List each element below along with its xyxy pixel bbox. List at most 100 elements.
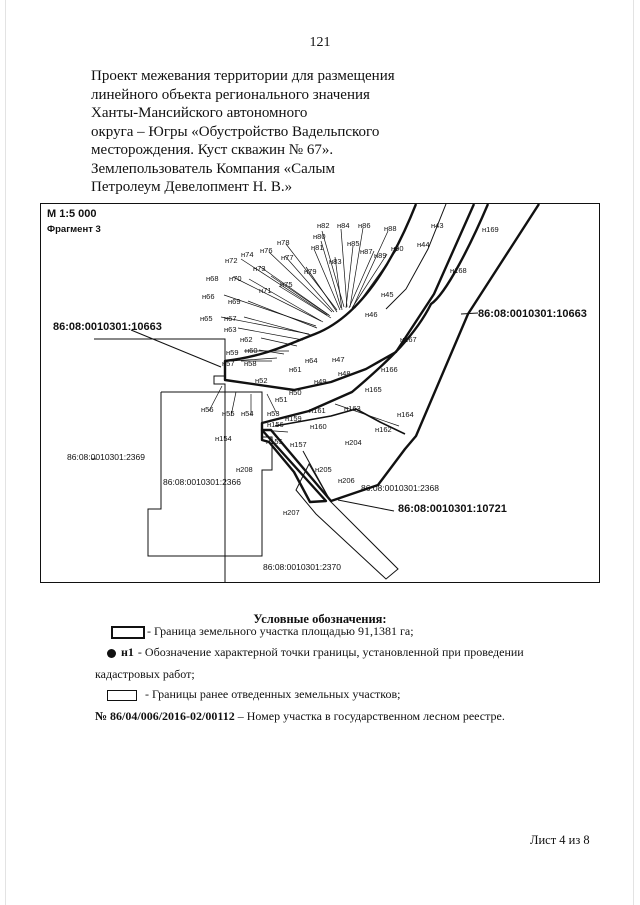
parcel-label-left-a: 86:08:0010301:2369 <box>67 452 145 462</box>
point-label: н49 <box>314 377 326 386</box>
point-label: н68 <box>206 274 218 283</box>
point-label: н163 <box>344 404 361 413</box>
point-label: н60 <box>245 346 257 355</box>
point-label: н43 <box>431 221 443 230</box>
legend-point-text-1: - Обозначение характерной точки границы,… <box>137 645 524 659</box>
point-label: н206 <box>338 476 355 485</box>
point-label: н50 <box>289 388 301 397</box>
point-label: н55 <box>222 409 234 418</box>
point-label: н88 <box>384 224 396 233</box>
point-label: н69 <box>228 297 240 306</box>
point-label: н160 <box>310 422 327 431</box>
title-line: Ханты-Мансийского автономного <box>91 105 308 121</box>
point-label: н64 <box>305 356 317 365</box>
title-line: месторождения. Куст скважин № 67». <box>91 142 334 158</box>
point-label: н54 <box>241 409 253 418</box>
parcel-boundary-lower <box>260 428 328 504</box>
registry-number: № 86/04/006/2016-02/00112 <box>95 709 235 723</box>
point-label: н79 <box>304 267 316 276</box>
point-label: н154 <box>215 434 232 443</box>
point-label: н57 <box>222 359 234 368</box>
title-line: линейного объекта регионального значения <box>91 86 370 103</box>
scan-edge-left <box>5 0 6 905</box>
point-label: н61 <box>289 365 301 374</box>
point-label: н164 <box>397 410 414 419</box>
leader-lines <box>208 227 400 433</box>
map-fragment-label: Фрагмент 3 <box>47 224 101 235</box>
point-label: н59 <box>226 348 238 357</box>
legend-registry: № 86/04/006/2016-02/00112 – Номер участк… <box>95 709 505 724</box>
point-label: н74 <box>241 250 253 259</box>
point-label: н70 <box>229 274 241 283</box>
point-label: н90 <box>391 244 403 253</box>
point-label: н169 <box>482 225 499 234</box>
point-label: н162 <box>375 425 392 434</box>
map-scale: М 1:5 000 <box>47 208 97 220</box>
point-label: н87 <box>360 247 372 256</box>
point-label: н73 <box>253 264 265 273</box>
point-label: н161 <box>309 406 326 415</box>
document-title: Проект межевания территории для размещен… <box>91 67 421 197</box>
point-label: н168 <box>450 266 467 275</box>
thin-boundary-swatch-icon <box>107 689 137 701</box>
point-label: н53 <box>267 409 279 418</box>
point-label: н72 <box>225 256 237 265</box>
point-label: н66 <box>202 292 214 301</box>
point-label: н85 <box>347 239 359 248</box>
legend-prior-text: - Границы ранее отведенных земельных уча… <box>145 687 401 701</box>
point-label: н80 <box>313 232 325 241</box>
legend-boundary: - Граница земельного участка площадью 91… <box>111 624 414 639</box>
parcel-label-road-b: 86:08:0010301:2370 <box>263 562 341 572</box>
legend-prior: - Границы ранее отведенных земельных уча… <box>107 687 401 702</box>
parcel-boundary-main <box>223 204 541 503</box>
point-label: н47 <box>332 355 344 364</box>
point-label: н84 <box>337 221 349 230</box>
point-label: н159 <box>285 414 302 423</box>
parcel-label-road-a: 86:08:0010301:2368 <box>361 483 439 493</box>
point-label: н67 <box>224 314 236 323</box>
point-label: н167 <box>400 335 417 344</box>
cadastral-map: М 1:5 000 Фрагмент 3 <box>40 203 600 583</box>
point-label: н208 <box>236 465 253 474</box>
point-label: н48 <box>338 369 350 378</box>
legend-boundary-text: - Граница земельного участка площадью 91… <box>147 624 414 638</box>
point-label: н166 <box>381 365 398 374</box>
title-line: Землепользователь Компания «Салым <box>91 160 335 177</box>
inner-road-line <box>385 204 447 310</box>
parcel-boundary-inner <box>274 408 406 435</box>
road-line <box>302 450 332 503</box>
point-label: н207 <box>283 508 300 517</box>
point-dot-icon <box>107 648 116 658</box>
point-label: н44 <box>417 240 429 249</box>
registry-text: – Номер участка в государственном лесном… <box>237 709 505 723</box>
point-label: н78 <box>277 238 289 247</box>
legend-point-continued: кадастровых работ; <box>95 667 195 681</box>
point-label: н204 <box>345 438 362 447</box>
thick-boundary-swatch-icon <box>111 625 145 639</box>
point-label: н81 <box>311 243 323 252</box>
legend-title: Условные обозначения: <box>253 612 387 626</box>
point-label: н155 <box>266 437 283 446</box>
point-label: н75 <box>280 280 292 289</box>
point-label: н58 <box>244 359 256 368</box>
point-label: н56 <box>201 405 213 414</box>
sheet-number: Лист 4 из 8 <box>530 833 590 847</box>
page-number: 121 <box>309 35 331 50</box>
legend-point: н1- Обозначение характерной точки границ… <box>107 645 524 660</box>
parcel-label-bottom: 86:08:0010301:10721 <box>398 503 507 515</box>
point-label: н76 <box>260 246 272 255</box>
title-line: Петролеум Девелопмент Н. В.» <box>91 179 293 195</box>
point-label: н157 <box>290 440 307 449</box>
title-line: округа – Югры «Обустройство Вадельпского <box>91 123 380 140</box>
point-label: н156 <box>267 420 284 429</box>
legend-point-symbol: н1 <box>121 645 134 659</box>
point-label: н46 <box>365 310 377 319</box>
point-label: н83 <box>329 257 341 266</box>
point-label: н82 <box>317 221 329 230</box>
point-label: н165 <box>365 385 382 394</box>
point-label: н89 <box>374 251 386 260</box>
point-label: н77 <box>281 253 293 262</box>
point-label: н63 <box>224 325 236 334</box>
parcel-label-right: 86:08:0010301:10663 <box>478 308 587 320</box>
point-label: н71 <box>259 286 271 295</box>
